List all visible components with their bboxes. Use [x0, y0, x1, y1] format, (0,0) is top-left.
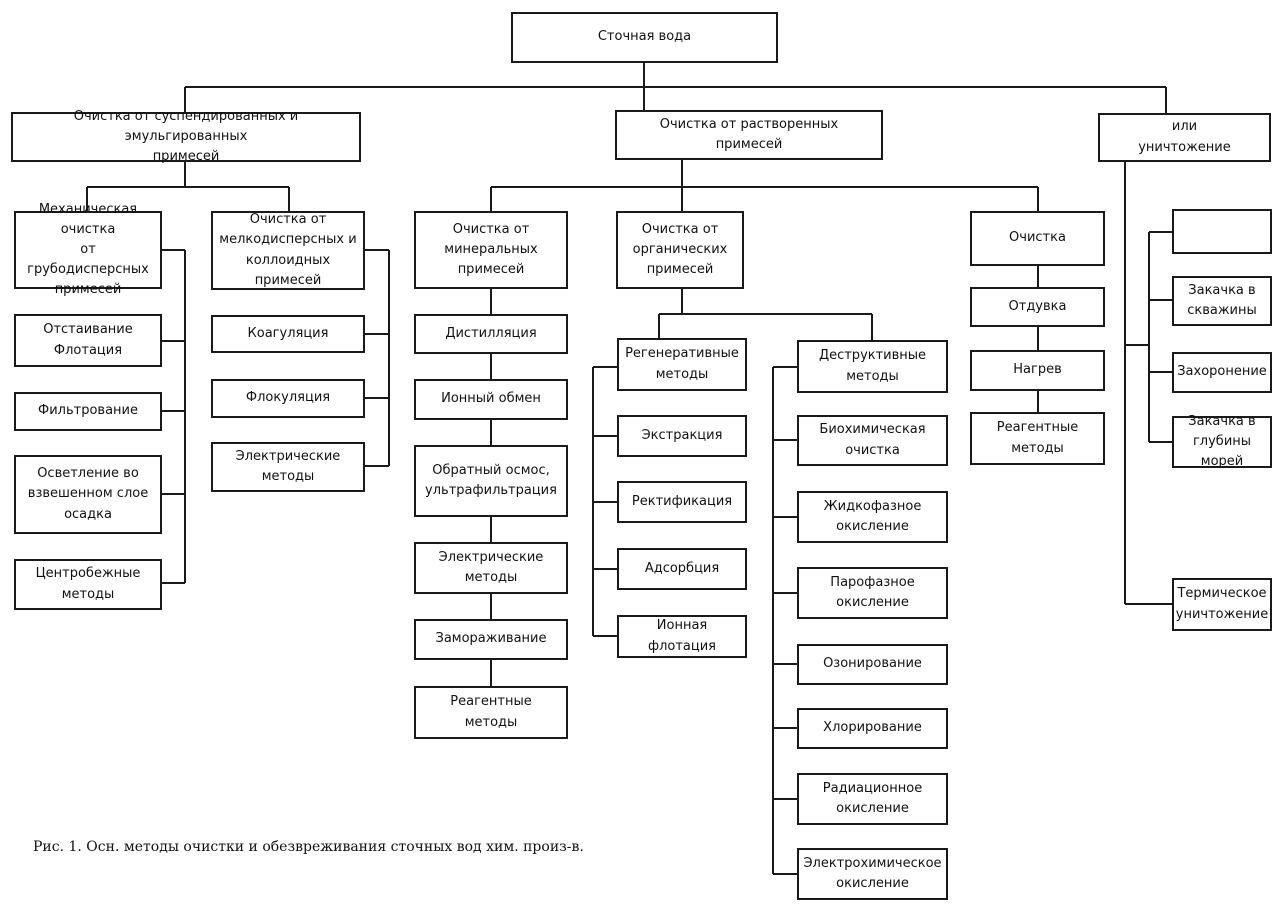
item-regenerative: Адсорбция [617, 548, 747, 590]
item-mineral: Ионный обмен [414, 379, 568, 420]
item-fine: Электрические методы [211, 442, 365, 492]
item-destruction [1172, 209, 1272, 254]
node-destruction: или уничтожение [1098, 113, 1271, 162]
root-node: Сточная вода [511, 12, 778, 63]
item-fine: Флокуляция [211, 379, 365, 418]
item-regenerative: Ректификация [617, 481, 747, 523]
item-mineral: Обратный осмос, ультрафильтрация [414, 445, 568, 517]
item-destructive: Биохимическая очистка [797, 415, 948, 466]
item-regenerative: Ионная флотация [617, 615, 747, 658]
item-destructive: Радиационное окисление [797, 773, 948, 825]
item-destruction: Захоронение [1172, 352, 1272, 393]
node-fine: Очистка от мелкодисперсных и коллоидных … [211, 211, 365, 290]
item-gas: Отдувка [970, 287, 1105, 327]
item-gas: Нагрев [970, 350, 1105, 391]
item-mechanical: Фильтрование [14, 392, 162, 431]
item-destructive: Электрохимическое окисление [797, 848, 948, 900]
node-dissolved: Очистка от растворенных примесей [615, 110, 883, 160]
item-mineral: Замораживание [414, 619, 568, 660]
item-destructive: Хлорирование [797, 708, 948, 749]
item-mechanical: Осветление во взвешенном слое осадка [14, 455, 162, 534]
item-regenerative: Экстракция [617, 415, 747, 457]
item-destructive: Озонирование [797, 644, 948, 685]
node-gas: Очистка [970, 211, 1105, 266]
item-mechanical: Отстаивание Флотация [14, 314, 162, 367]
item-mineral: Электрические методы [414, 542, 568, 594]
item-destructive: Жидкофазное окисление [797, 491, 948, 543]
item-mineral: Дистилляция [414, 314, 568, 354]
item-fine: Коагуляция [211, 315, 365, 353]
item-gas: Реагентные методы [970, 412, 1105, 465]
node-organic: Очистка от органических примесей [616, 211, 744, 289]
item-destruction: Термическое уничтожение [1172, 578, 1272, 631]
item-mineral: Реагентные методы [414, 686, 568, 739]
node-mechanical: Механическая очистка от грубодисперсных … [14, 202, 162, 297]
node-mineral: Очистка от минеральных примесей [414, 211, 568, 289]
figure-caption: Рис. 1. Осн. методы очистки и обезврежив… [33, 839, 584, 855]
item-mechanical: Центробежные методы [14, 559, 162, 610]
node-regenerative: Регенеративные методы [617, 338, 747, 391]
item-destruction: Закачка в скважины [1172, 276, 1272, 326]
node-destructive: Деструктивные методы [797, 340, 948, 393]
item-destruction: Закачка в глубины морей [1172, 414, 1272, 469]
node-suspended: Очистка от суспендированных и эмульгиров… [11, 109, 361, 164]
item-destructive: Парофазное окисление [797, 567, 948, 619]
